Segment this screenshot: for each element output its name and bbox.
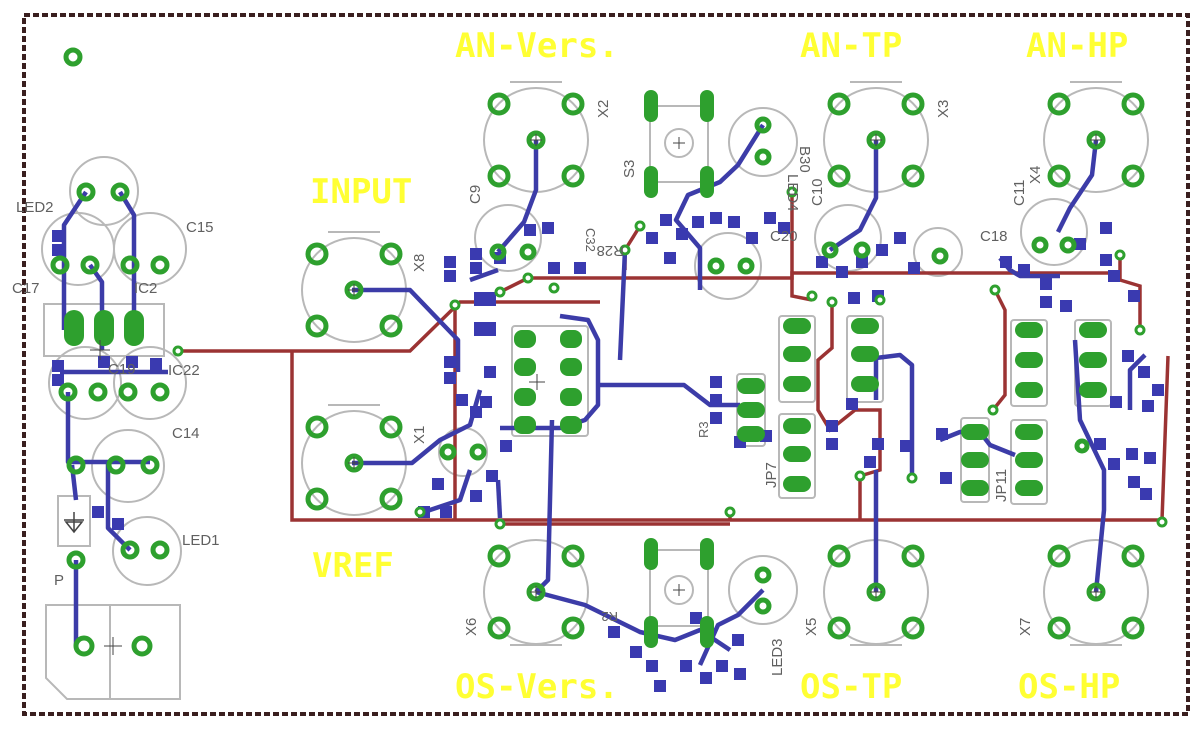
refdes-p: P [54,572,64,589]
label-an-hp: AN-HP [1026,26,1128,66]
label-os-hp: OS-HP [1018,667,1120,707]
refdes-c19: C19 [108,361,136,378]
refdes-c18: C18 [980,228,1008,245]
refdes-x3: X3 [935,100,952,118]
refdes-c14: C14 [172,425,200,442]
refdes-x1: X1 [411,426,428,444]
refdes-ic2: IC2 [134,280,157,297]
label-os-vers: OS-Vers. [455,667,619,707]
refdes-c9: C9 [467,185,484,204]
label-vref: VREF [312,546,394,586]
top-layer-traces [178,192,1170,526]
refdes-x4: X4 [1027,166,1044,184]
refdes-jp7: JP7 [763,462,780,488]
through-hole-pads [50,47,1145,657]
refdes-c17: C17 [12,280,40,297]
refdes-c15: C15 [186,219,214,236]
refdes-c10: C10 [809,178,826,206]
refdes-r3: R3 [696,421,711,438]
refdes-b30: B30 [796,146,813,173]
diode-symbol [64,512,84,534]
refdes-x5: X5 [803,618,820,636]
origin-markers [90,134,1102,655]
refdes-led4: LED4 [784,174,801,212]
refdes-r28: R28 [596,242,624,259]
smd-pads [52,212,1164,692]
board-outline [22,13,1190,716]
refdes-x7: X7 [1017,618,1034,636]
refdes-s3: S3 [621,160,638,178]
label-os-tp: OS-TP [800,667,902,707]
silkscreen-layer [41,81,1149,700]
refdes-r2: R2 [601,609,618,624]
label-an-tp: AN-TP [800,26,902,66]
refdes-x2: X2 [595,100,612,118]
refdes-led1: LED1 [182,532,220,549]
refdes-x6: X6 [463,618,480,636]
refdes-jp11: JP11 [993,469,1010,502]
refdes-c20: C20 [770,228,798,245]
vias [172,186,1168,530]
label-input: INPUT [310,172,412,212]
header-pads [64,90,1107,648]
refdes-ic22: IC22 [168,362,200,379]
refdes-led2: LED2 [16,199,54,216]
refdes-led3: LED3 [769,638,786,676]
label-an-vers: AN-Vers. [455,26,619,66]
refdes-c11: C11 [1011,180,1028,206]
refdes-c32: C32 [583,228,598,252]
refdes-x8: X8 [411,254,428,272]
